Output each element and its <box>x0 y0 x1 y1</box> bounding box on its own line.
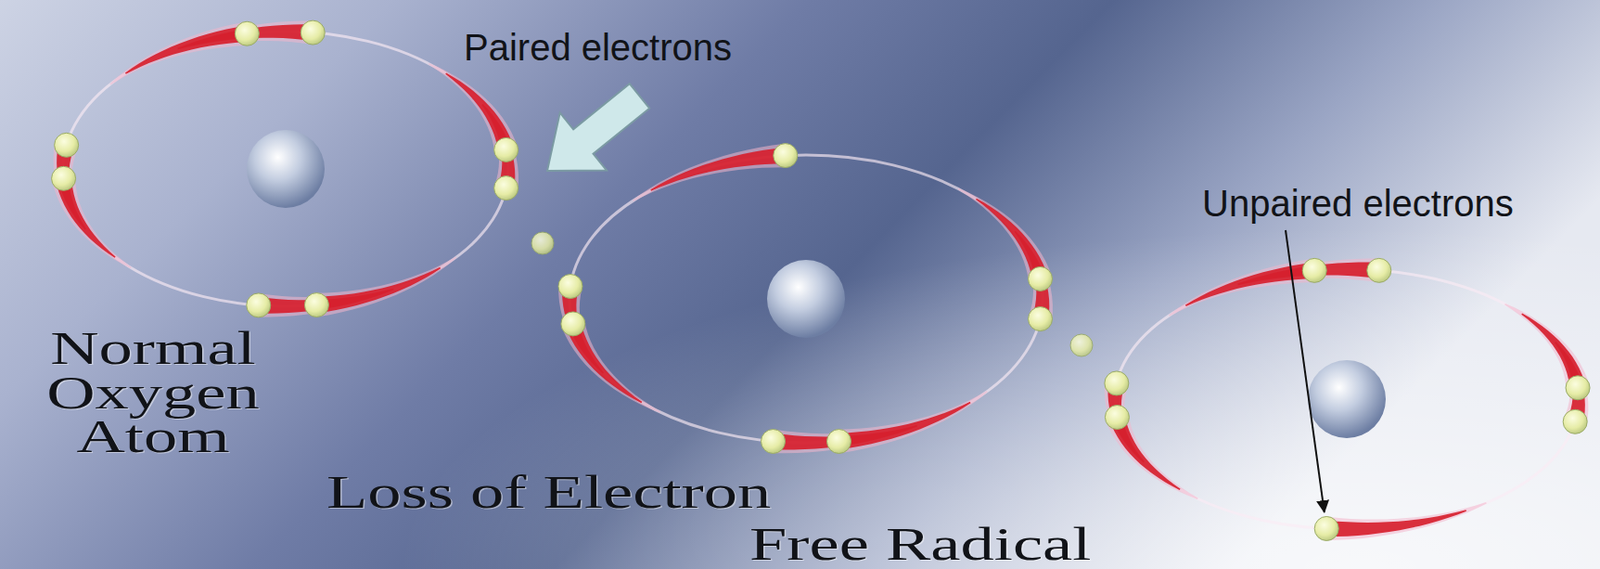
electron-trail-glow <box>837 390 987 453</box>
electron <box>1104 404 1129 429</box>
electron <box>1367 257 1392 282</box>
electron <box>246 293 271 318</box>
oxygen-atom <box>51 20 519 318</box>
atoms-layer <box>51 20 1590 540</box>
electron-trail-glow <box>1326 501 1487 540</box>
electron <box>1302 257 1327 282</box>
electron-trail-glow <box>1001 217 1053 322</box>
electron <box>1104 371 1129 396</box>
electron <box>51 166 77 191</box>
label: Free Radical <box>749 517 1091 569</box>
electron <box>773 143 798 168</box>
electron <box>1314 515 1339 540</box>
electron <box>561 311 586 336</box>
label: Unpaired electrons <box>1202 181 1514 225</box>
electron <box>1565 375 1590 400</box>
electron <box>761 428 786 453</box>
electron-trail-glow <box>315 256 457 317</box>
nucleus <box>246 129 325 208</box>
lost-electron <box>1070 333 1093 357</box>
electron <box>1028 307 1053 332</box>
electron <box>826 428 851 453</box>
nucleus <box>767 259 845 338</box>
oxygen-atom <box>1070 257 1590 540</box>
electron <box>54 132 79 157</box>
electron <box>494 137 519 162</box>
electron <box>300 20 325 45</box>
label: Paired electrons <box>463 25 732 69</box>
electron-trail-glow <box>109 22 248 86</box>
electron-trail-glow <box>558 284 618 386</box>
electron <box>234 21 259 46</box>
lost-electron <box>531 231 554 255</box>
electron-trail <box>1326 509 1467 537</box>
electron <box>1028 266 1053 291</box>
leader-line <box>1285 230 1325 512</box>
electron-trail <box>650 147 786 192</box>
label: Normal Oxygen Atom <box>18 326 288 460</box>
label: Loss of Electron <box>326 465 771 520</box>
pointer-arrow <box>524 66 664 200</box>
electron <box>1562 409 1588 434</box>
electron-trail-glow <box>469 91 518 192</box>
electron <box>304 293 329 318</box>
electron-trail-glow <box>632 143 786 202</box>
oxygen-atom <box>531 143 1053 454</box>
nucleus <box>1307 359 1386 438</box>
electron <box>494 176 519 201</box>
electron <box>558 273 583 298</box>
